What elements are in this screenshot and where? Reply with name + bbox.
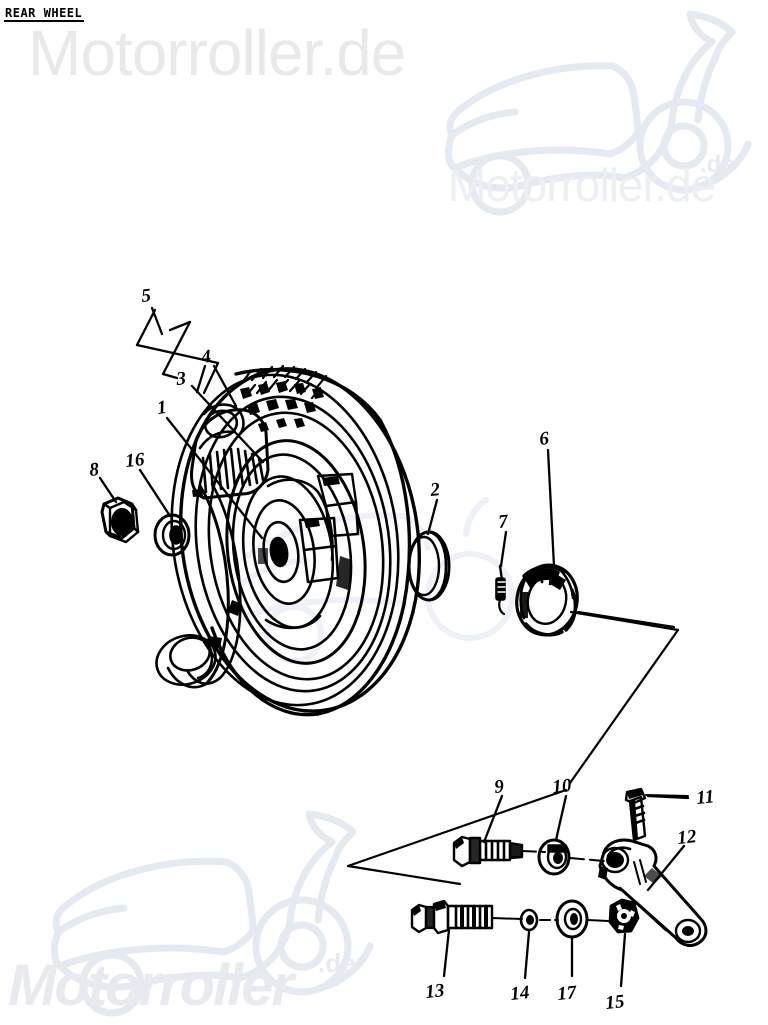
axle-washer [153,513,191,557]
callout-14[interactable]: 14 [509,982,530,1005]
page-title: REAR WHEEL [4,6,85,22]
leader-3 [190,384,265,464]
callout-5[interactable]: 5 [140,285,152,307]
hub-keyway [304,476,340,528]
cam-adjuster-shading [454,837,522,863]
pinch-bolt-shading [627,789,643,839]
leader-2 [426,498,439,536]
brake-cam-washer [537,838,571,876]
leader-1 [165,416,264,540]
bracket-group-3 [161,320,192,380]
tire-tread-blocks [240,381,324,432]
callout-4[interactable]: 4 [199,346,212,368]
leader-9 [482,794,504,844]
leader-16 [138,468,172,518]
watermark-top: Motorroller.de [28,17,406,89]
leader-11 [646,794,690,800]
axle-nut [100,496,140,544]
leader-15 [619,932,627,988]
slotted-nut-shading [610,900,638,932]
scooter-logo-top-right [444,10,752,216]
callout-12[interactable]: 12 [676,826,698,849]
watermark-bottom: Motorroller [8,953,294,1018]
oil-seal-ring [407,530,451,602]
leader-7 [499,530,508,568]
hub-shading [258,548,352,590]
logo-suffix-top: .de [700,151,735,178]
brake-plate-anchor-arm [155,482,242,689]
page-title-block: REAR WHEEL [4,4,85,22]
anchor-shading [206,600,242,648]
callout-15[interactable]: 15 [604,991,626,1014]
watermark-middle: Motorroller.de [448,159,716,211]
wheel-drum-step [298,472,360,584]
adjuster-bolt-shading [412,901,488,928]
callout-13[interactable]: 13 [424,980,445,1003]
logo-suffix-bottom: .de [318,948,356,978]
brake-shoe-shading [520,568,566,618]
callout-2[interactable]: 2 [428,479,441,501]
callout-17[interactable]: 17 [556,982,579,1005]
callout-11[interactable]: 11 [695,786,715,809]
leader-4 [212,364,238,408]
leader-14 [523,930,531,980]
scooter-logo-bottom-left [50,810,374,1017]
detail-zoom-bracket [346,610,680,886]
callout-6[interactable]: 6 [538,428,550,450]
leader-6 [546,448,556,568]
leader-8 [98,476,118,504]
leader-10 [554,794,568,842]
callout-7[interactable]: 7 [497,511,510,533]
callout-3[interactable]: 3 [174,368,187,390]
callout-9[interactable]: 9 [493,776,505,798]
leader-4-stub [195,364,207,394]
brake-plate-shadow [192,489,203,497]
leader-12 [646,844,686,892]
leader-13 [442,928,451,978]
callout-8[interactable]: 8 [88,459,100,481]
callout-16[interactable]: 16 [124,449,146,472]
callout-1[interactable]: 1 [156,397,168,419]
brake-arm [598,838,708,947]
callout-numbers: 1 2 3 4 5 6 7 8 9 10 11 12 13 14 15 16 1… [88,285,715,1014]
leader-5 [150,306,164,336]
adjuster-nut [519,908,539,932]
callout-10[interactable]: 10 [551,775,573,798]
brake-shoe-spring [495,564,506,616]
